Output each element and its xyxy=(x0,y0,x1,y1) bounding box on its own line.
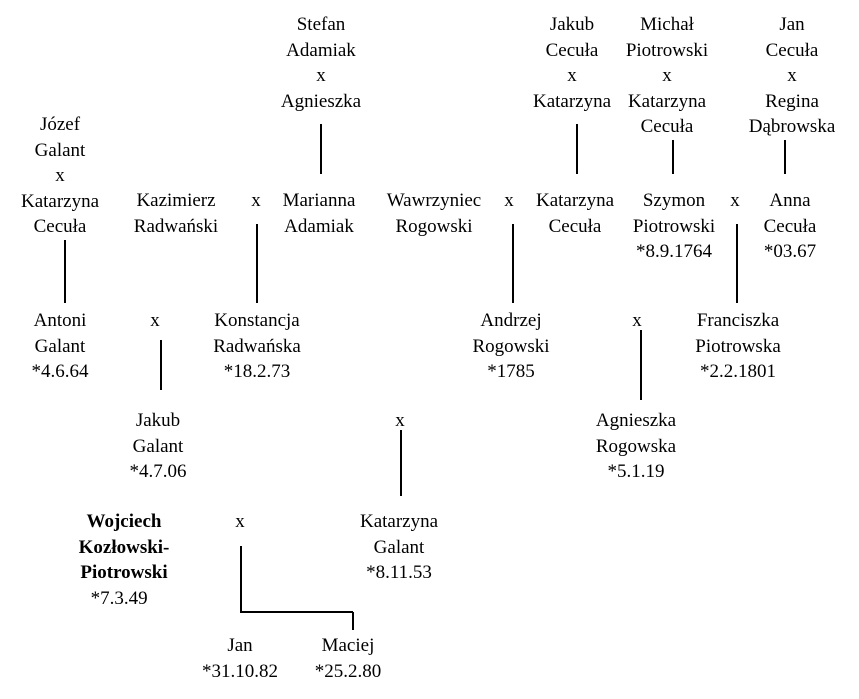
name-line: Galant xyxy=(34,139,86,161)
person-jan: Jan *31.10.82 xyxy=(202,633,278,684)
person-jakub-galant: Jakub Galant *4.7.06 xyxy=(130,408,187,485)
person-kazimierz-radwanski: Kazimierz Radwański xyxy=(134,188,218,239)
name-line: Cecuła xyxy=(640,116,694,137)
name-line: Agnieszka xyxy=(595,410,677,431)
name-line: Kazimierz xyxy=(136,190,216,211)
name-line: Jan xyxy=(227,635,253,656)
name-line: Cecuła xyxy=(765,39,819,61)
person-maciej: Maciej *25.2.80 xyxy=(315,633,382,684)
marriage-x: x xyxy=(150,310,160,331)
birth-date: *25.2.80 xyxy=(314,660,382,682)
birth-date: *18.2.73 xyxy=(223,361,291,382)
marriage-x: x xyxy=(787,65,797,86)
name-line: Galant xyxy=(132,435,184,457)
person-wojciech-kozlowski-piotrowski: Wojciech Kozłowski- Piotrowski *7.3.49 xyxy=(79,509,170,611)
birth-date: *2.2.1801 xyxy=(700,361,776,382)
birth-date: *4.6.64 xyxy=(31,361,89,382)
birth-date: *1785 xyxy=(487,361,535,382)
person-antoni-galant: Antoni Galant *4.6.64 xyxy=(32,308,89,385)
name-line: Jan xyxy=(779,14,805,35)
name-line: Regina xyxy=(765,90,819,112)
person-jakub-cecula-katarzyna: Jakub Cecuła x Katarzyna xyxy=(533,12,611,114)
name-line: Piotrowski xyxy=(625,39,709,61)
marriage-x: x xyxy=(504,190,514,211)
name-line: Marianna xyxy=(282,190,356,211)
name-line: Katarzyna xyxy=(359,511,439,532)
birth-date: *4.7.06 xyxy=(129,461,187,482)
person-katarzyna-cecula: Katarzyna Cecuła xyxy=(536,188,614,239)
name-line: Rogowska xyxy=(595,435,677,457)
name-line: Katarzyna xyxy=(535,190,615,211)
birth-date: *31.10.82 xyxy=(202,660,278,682)
name-line: Cecuła xyxy=(763,215,817,237)
name-line: Stefan xyxy=(296,14,346,35)
name-line: Michał xyxy=(640,14,694,35)
marriage-x: x xyxy=(55,165,65,186)
name-line: Wojciech xyxy=(86,511,162,532)
name-line: Galant xyxy=(373,536,425,558)
name-line: Piotrowska xyxy=(695,335,781,357)
name-line: Jakub xyxy=(549,14,595,35)
person-katarzyna-galant: Katarzyna Galant *8.11.53 xyxy=(360,509,438,586)
person-jozef-galant-katarzyna: Józef Galant x Katarzyna Cecuła xyxy=(21,112,99,240)
name-line: Katarzyna xyxy=(627,90,707,112)
name-line: Katarzyna xyxy=(20,190,100,212)
person-andrzej-rogowski: Andrzej Rogowski *1785 xyxy=(472,308,549,385)
name-line: Adamiak xyxy=(284,215,354,237)
name-line: Piotrowski xyxy=(632,215,716,237)
birth-date: *7.3.49 xyxy=(90,587,148,609)
name-line: Dąbrowska xyxy=(748,116,836,137)
name-line: Agnieszka xyxy=(280,90,362,112)
name-line: Rogowski xyxy=(395,215,473,237)
name-line: Cecuła xyxy=(33,216,87,237)
person-michal-piotrowski-katarzyna: Michał Piotrowski x Katarzyna Cecuła xyxy=(626,12,708,140)
person-jan-cecula-regina: Jan Cecuła x Regina Dąbrowska xyxy=(749,12,836,140)
name-line: Galant xyxy=(34,335,86,357)
name-line: Adamiak xyxy=(286,39,356,61)
marriage-x: x xyxy=(662,65,672,86)
name-line: Kozłowski- xyxy=(78,536,170,558)
name-line: Radwański xyxy=(133,215,219,237)
name-line: Konstancja xyxy=(214,310,300,331)
name-line: Szymon xyxy=(642,190,706,211)
name-line: Andrzej xyxy=(480,310,542,331)
name-line: Franciszka xyxy=(696,310,780,331)
birth-date: *03.67 xyxy=(763,241,817,262)
marriage-x: x xyxy=(632,310,642,331)
birth-date: *8.11.53 xyxy=(366,562,432,583)
person-konstancja-radwanska: Konstancja Radwańska *18.2.73 xyxy=(213,308,301,385)
name-line: Maciej xyxy=(321,635,375,656)
name-line: Antoni xyxy=(33,310,87,331)
marriage-x: x xyxy=(316,65,326,86)
birth-date: *8.9.1764 xyxy=(635,241,712,262)
marriage-x: x xyxy=(395,410,405,431)
name-line: Rogowski xyxy=(472,335,550,357)
name-line: Wawrzyniec xyxy=(386,190,482,211)
name-line: Cecuła xyxy=(548,215,602,237)
marriage-x: x xyxy=(730,190,740,211)
name-line: Anna xyxy=(769,190,811,211)
name-line: Piotrowski xyxy=(80,562,168,583)
person-agnieszka-rogowska: Agnieszka Rogowska *5.1.19 xyxy=(596,408,676,485)
person-szymon-piotrowski: Szymon Piotrowski *8.9.1764 xyxy=(633,188,715,265)
person-franciszka-piotrowska: Franciszka Piotrowska *2.2.1801 xyxy=(695,308,781,385)
person-marianna-adamiak: Marianna Adamiak xyxy=(283,188,356,239)
person-wawrzyniec-rogowski: Wawrzyniec Rogowski xyxy=(387,188,481,239)
name-line: Radwańska xyxy=(213,335,301,357)
name-line: Józef xyxy=(39,114,81,135)
marriage-x: x xyxy=(567,65,577,86)
name-line: Katarzyna xyxy=(532,90,612,112)
name-line: Cecuła xyxy=(545,39,599,61)
name-line: Jakub xyxy=(135,410,181,431)
person-anna-cecula: Anna Cecuła *03.67 xyxy=(764,188,817,265)
marriage-x: x xyxy=(235,511,245,532)
birth-date: *5.1.19 xyxy=(607,461,665,482)
marriage-x: x xyxy=(251,190,261,211)
person-stefan-adamiak-agnieszka: Stefan Adamiak x Agnieszka xyxy=(281,12,361,114)
